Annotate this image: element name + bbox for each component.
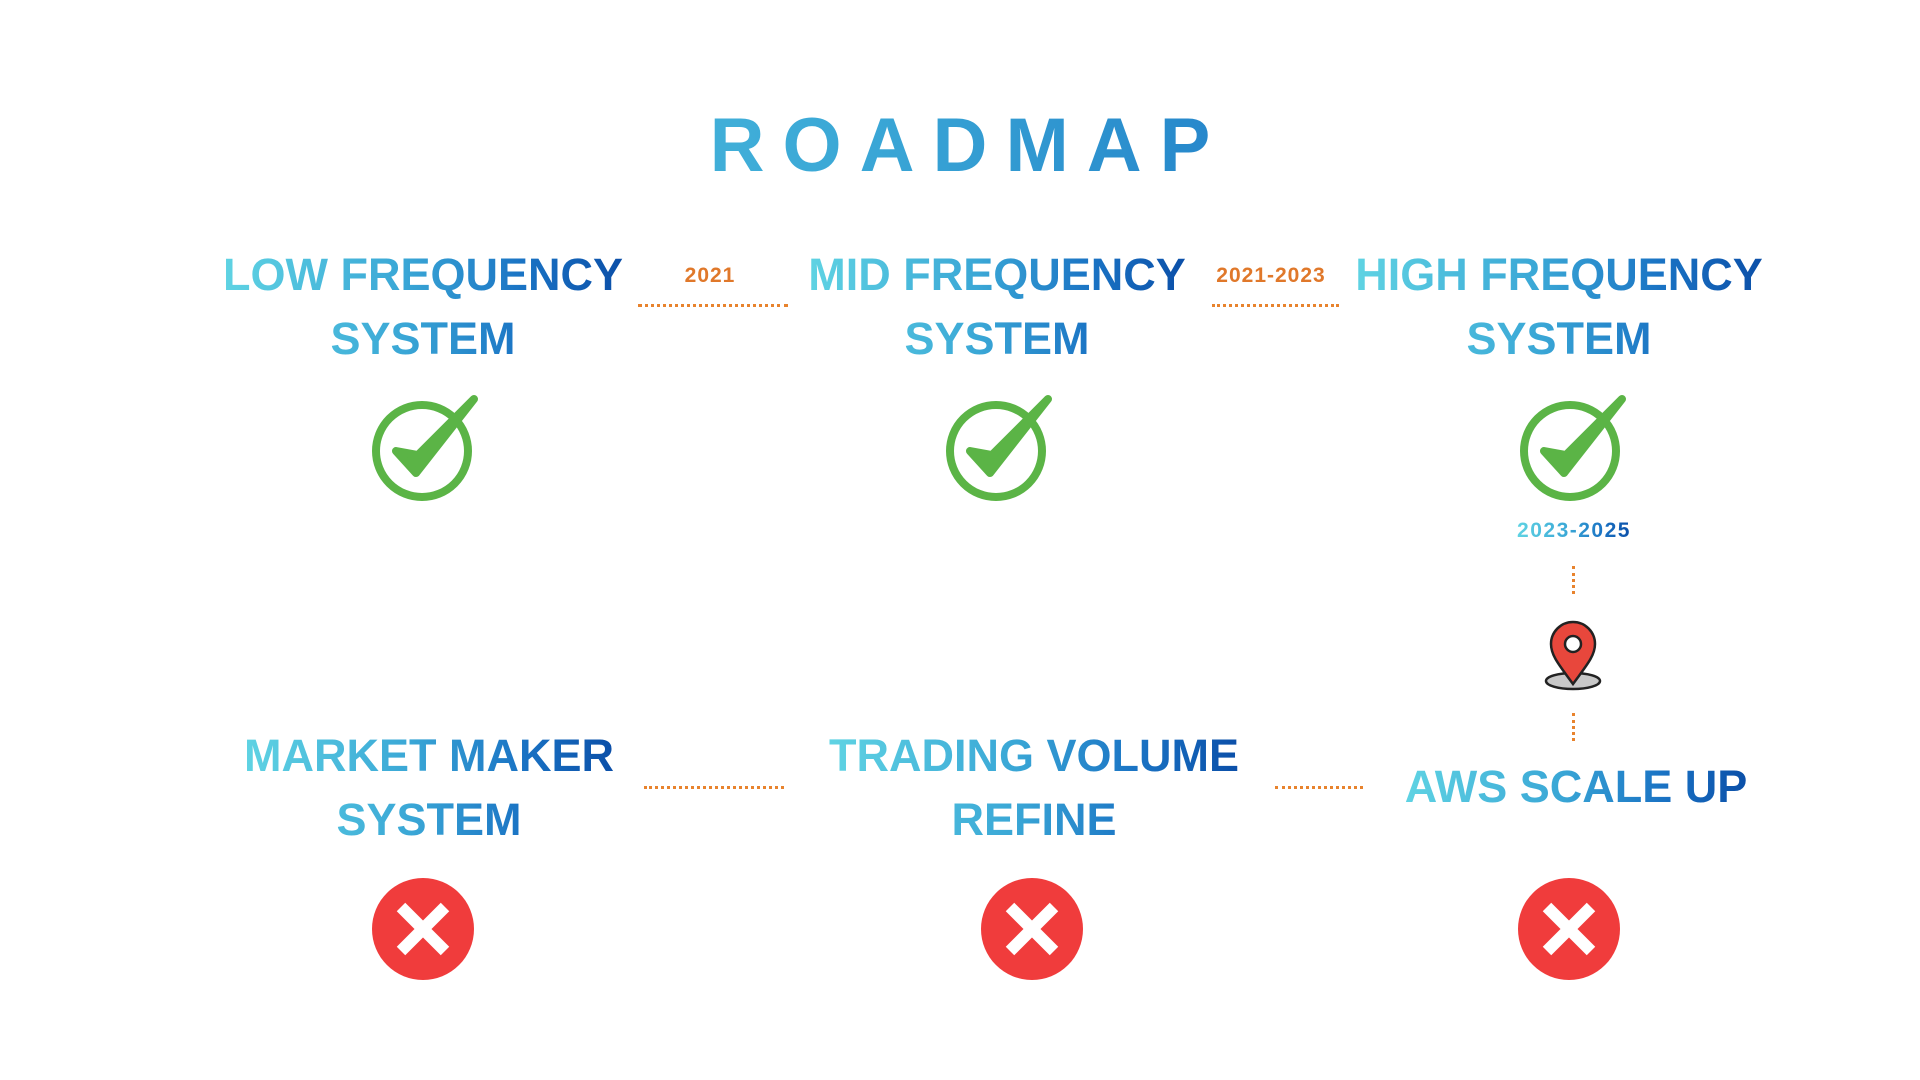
milestone-high-frequency: HIGH FREQUENCY SYSTEM [1355, 243, 1763, 371]
period-label: 2021 [684, 264, 736, 287]
milestone-mid-frequency: MID FREQUENCY SYSTEM [808, 243, 1186, 371]
milestone-title-line1: TRADING VOLUME [829, 730, 1239, 781]
connector-dotted-line [1212, 304, 1339, 307]
milestone-low-frequency: LOW FREQUENCY SYSTEM [223, 243, 623, 371]
page-title: ROADMAP [0, 108, 1920, 184]
period-label: 2023-2025 [1517, 519, 1631, 542]
x-circle-icon [372, 878, 474, 980]
milestone-title-line2: SYSTEM [336, 794, 522, 845]
x-circle-icon [981, 878, 1083, 980]
milestone-trading-volume: TRADING VOLUME REFINE [829, 724, 1239, 852]
map-pin-icon [1544, 620, 1602, 691]
milestone-title-line1: HIGH FREQUENCY [1355, 249, 1763, 300]
milestone-title-line1: LOW FREQUENCY [223, 249, 623, 300]
check-circle-icon [372, 395, 478, 501]
connector-dotted-line [638, 304, 788, 307]
milestone-title-line2: SYSTEM [1466, 313, 1652, 364]
connector-dotted-line [644, 786, 784, 789]
check-circle-icon [946, 395, 1052, 501]
period-label: 2021-2023 [1216, 264, 1326, 287]
milestone-title-line1: MARKET MAKER [244, 730, 614, 781]
connector-dotted-line [1572, 713, 1575, 741]
x-circle-icon [1518, 878, 1620, 980]
milestone-title-line2: REFINE [951, 794, 1117, 845]
check-circle-icon [1520, 395, 1626, 501]
milestone-aws-scale-up: AWS SCALE UP [1405, 755, 1748, 819]
milestone-market-maker: MARKET MAKER SYSTEM [244, 724, 614, 852]
milestone-title-line2: SYSTEM [904, 313, 1090, 364]
milestone-title-line1: MID FREQUENCY [808, 249, 1186, 300]
milestone-title-line2: SYSTEM [330, 313, 516, 364]
milestone-title-line1: AWS SCALE UP [1404, 761, 1748, 812]
connector-dotted-line [1275, 786, 1363, 789]
connector-dotted-line [1572, 566, 1575, 594]
